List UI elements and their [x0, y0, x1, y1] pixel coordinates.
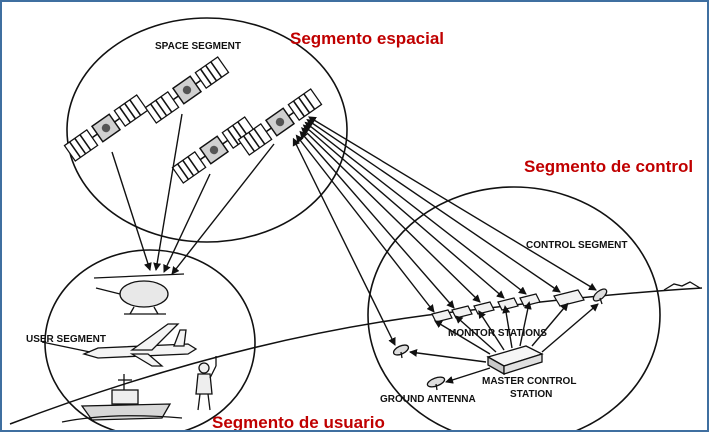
- monitor-station-icon: [519, 293, 541, 307]
- master-control-station-icon: [486, 345, 544, 376]
- satellite-icon: [171, 116, 257, 184]
- ground-antenna-label: GROUND ANTENNA: [380, 394, 476, 405]
- monitor-stations: [431, 289, 585, 323]
- ground-antenna-icon: [392, 344, 410, 359]
- monitor-station-icon: [451, 305, 473, 319]
- control-internal-arrows: [409, 301, 599, 384]
- helicopter-icon: [93, 273, 185, 315]
- monitor-station-icon: [473, 301, 495, 315]
- annotation-control-segment: Segmento de control: [524, 157, 693, 176]
- monitor-stations-label: MONITOR STATIONS: [448, 328, 547, 339]
- monitor-station-icon: [497, 297, 519, 311]
- control-segment-label: CONTROL SEGMENT: [526, 240, 627, 251]
- airplane-icon: [41, 323, 198, 367]
- master-control-label-line1: MASTER CONTROL: [482, 376, 576, 387]
- monitor-station-icon: [553, 289, 585, 307]
- monitor-station-icon: [431, 309, 453, 323]
- space-segment-label: SPACE SEGMENT: [155, 41, 241, 52]
- ground-antenna-icon: [592, 288, 608, 305]
- ship-icon: [61, 374, 183, 423]
- master-control-label-line2: STATION: [510, 389, 552, 400]
- annotation-user-segment: Segmento de usuario: [212, 413, 385, 432]
- satellite-to-user-arrows: [111, 113, 275, 275]
- person-with-receiver-icon: [195, 356, 217, 411]
- satellite-icon: [237, 88, 323, 156]
- satellite-icon: [63, 94, 149, 162]
- horizon-mountains: [663, 281, 701, 291]
- satellite-icon: [144, 56, 230, 124]
- annotation-space-segment: Segmento espacial: [290, 29, 444, 48]
- ground-antenna-icon: [426, 376, 446, 391]
- satellite-control-links: [292, 116, 597, 346]
- user-segment-label: USER SEGMENT: [26, 334, 106, 345]
